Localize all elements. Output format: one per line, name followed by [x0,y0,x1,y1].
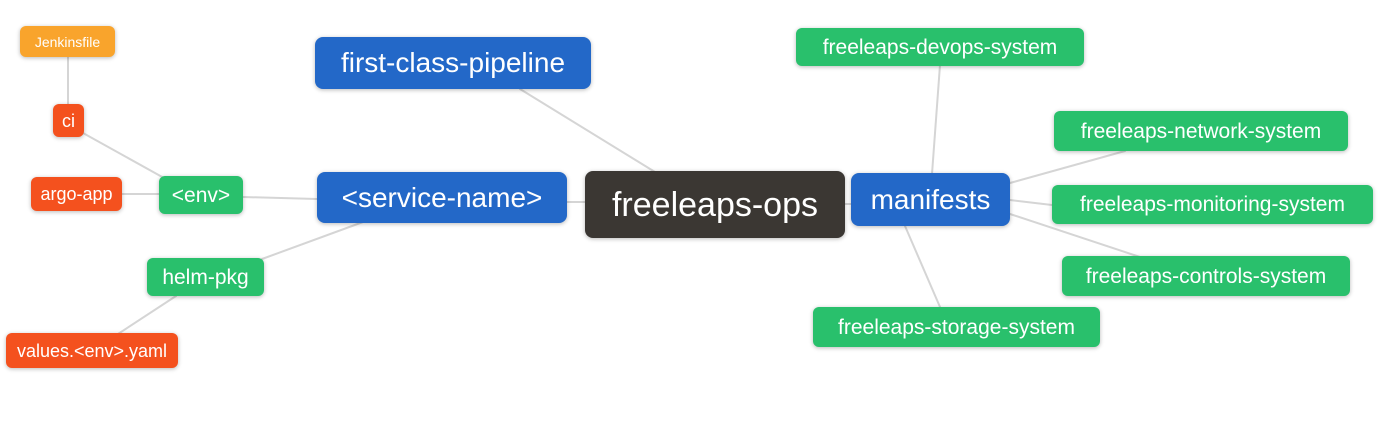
edge-manifests-storage-system [904,225,941,308]
node-label: freeleaps-controls-system [1085,264,1327,288]
node-label: helm-pkg [162,265,249,289]
edge-env-service-name [242,196,318,200]
node-label: values.<env>.yaml [16,340,168,361]
node-label: <env> [171,183,231,207]
node-label: ci [62,110,75,131]
node-jenkinsfile[interactable]: Jenkinsfile [20,26,115,57]
node-first-class-pipeline[interactable]: first-class-pipeline [315,37,591,89]
node-label: freeleaps-ops [611,185,818,224]
node-label: Jenkinsfile [34,33,101,50]
node-label: manifests [870,183,991,215]
node-monitoring-system[interactable]: freeleaps-monitoring-system [1052,185,1373,224]
edge-manifests-network-system [1009,150,1126,184]
node-argo-app[interactable]: argo-app [31,177,122,211]
node-devops-system[interactable]: freeleaps-devops-system [796,28,1084,66]
node-manifests[interactable]: manifests [851,173,1010,226]
node-label: freeleaps-monitoring-system [1080,193,1345,216]
node-label: freeleaps-network-system [1080,119,1322,143]
node-controls-system[interactable]: freeleaps-controls-system [1062,256,1350,296]
node-helm-pkg[interactable]: helm-pkg [147,258,264,296]
node-values-env-yaml[interactable]: values.<env>.yaml [6,333,178,368]
edge-manifests-controls-system [1009,213,1141,258]
node-label: argo-app [40,184,113,204]
node-service-name[interactable]: <service-name> [317,172,567,223]
edge-manifests-monitoring-system [1009,199,1053,206]
edge-manifests-devops-system [931,64,941,175]
node-storage-system[interactable]: freeleaps-storage-system [813,307,1100,347]
node-label: freeleaps-devops-system [822,35,1058,59]
edge-first-class-pipeline-freeleaps-ops [519,88,656,173]
node-label: <service-name> [341,181,543,213]
node-label: first-class-pipeline [340,47,566,78]
node-env[interactable]: <env> [159,176,243,214]
edge-values-env-yaml-helm-pkg [117,295,177,335]
node-network-system[interactable]: freeleaps-network-system [1054,111,1348,151]
edge-ci-env [82,132,165,179]
node-label: freeleaps-storage-system [838,315,1075,339]
node-ci[interactable]: ci [53,104,84,137]
edge-helm-pkg-service-name [261,221,364,260]
node-freeleaps-ops[interactable]: freeleaps-ops [585,171,845,238]
